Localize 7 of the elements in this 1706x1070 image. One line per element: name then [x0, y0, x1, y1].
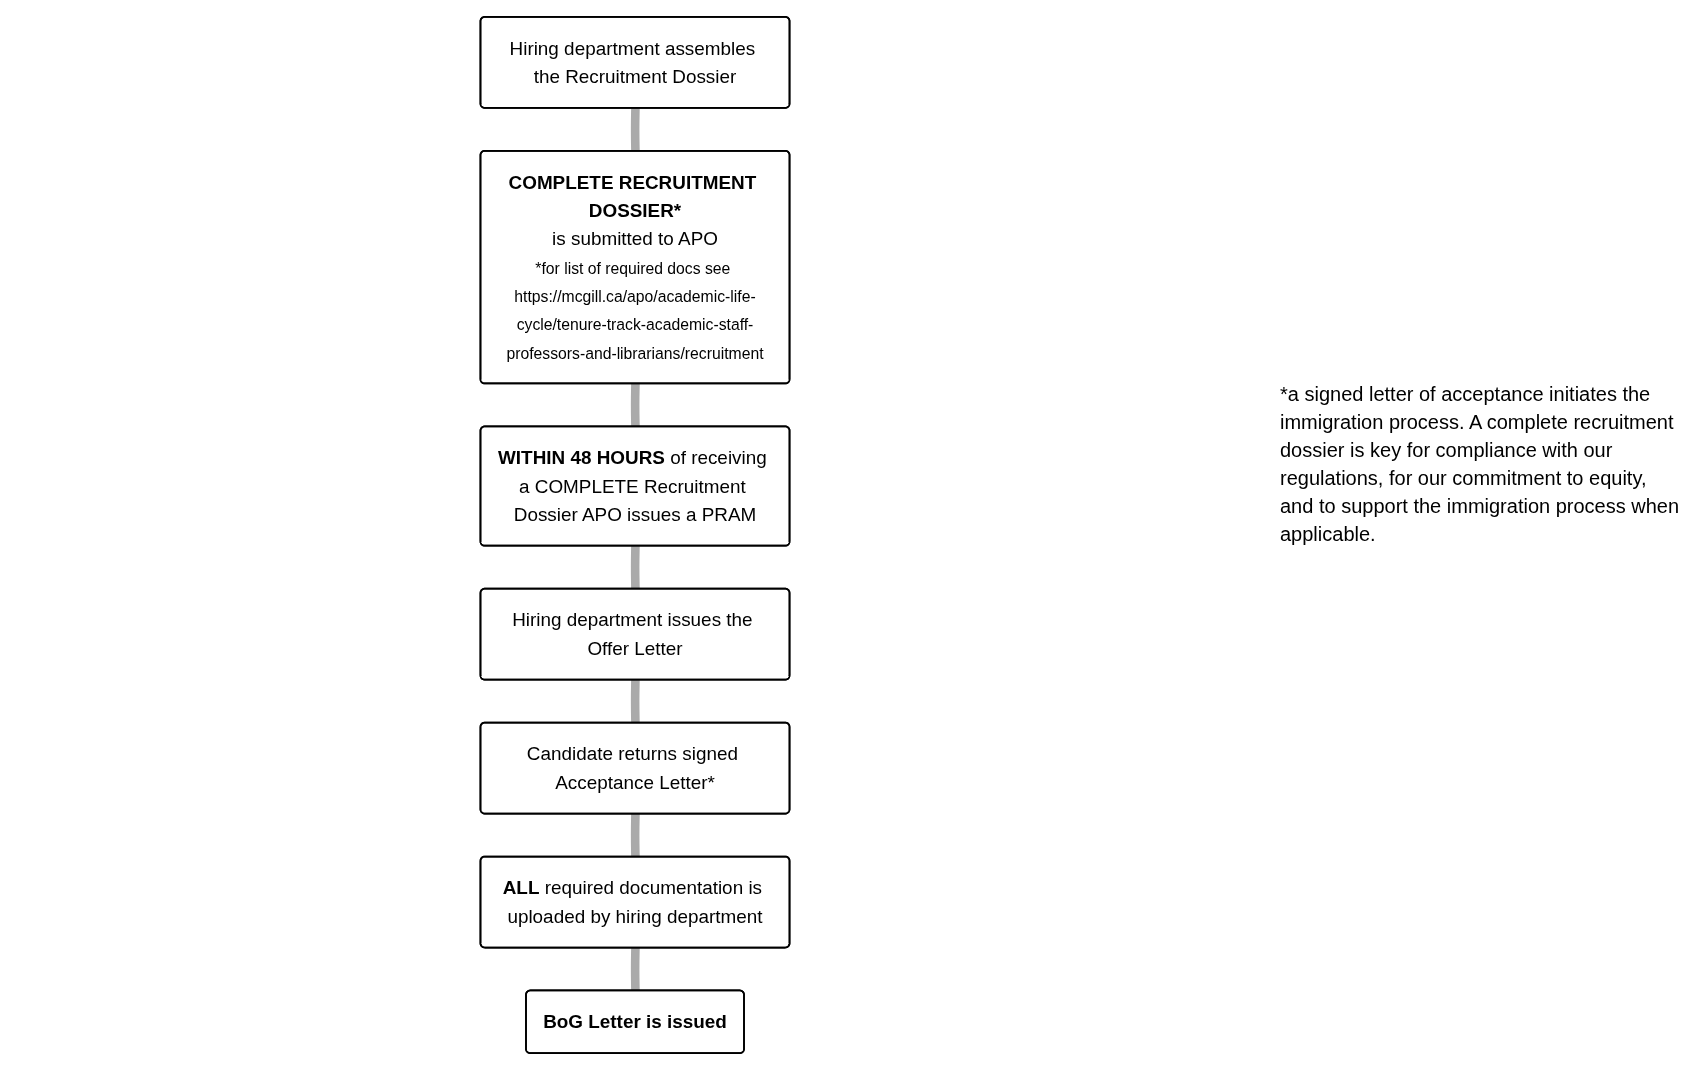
connector — [630, 813, 640, 858]
connector — [630, 679, 640, 724]
connector — [630, 545, 640, 590]
footnote: *a signed letter of acceptance initiates the immigration process. A complete recruitment dossier is key for compliance with our regulations, for our commitment to equity, and to support the immigration process when applicable. — [1280, 382, 1680, 547]
connector — [630, 383, 640, 428]
connector — [630, 107, 640, 152]
connector — [630, 947, 640, 992]
